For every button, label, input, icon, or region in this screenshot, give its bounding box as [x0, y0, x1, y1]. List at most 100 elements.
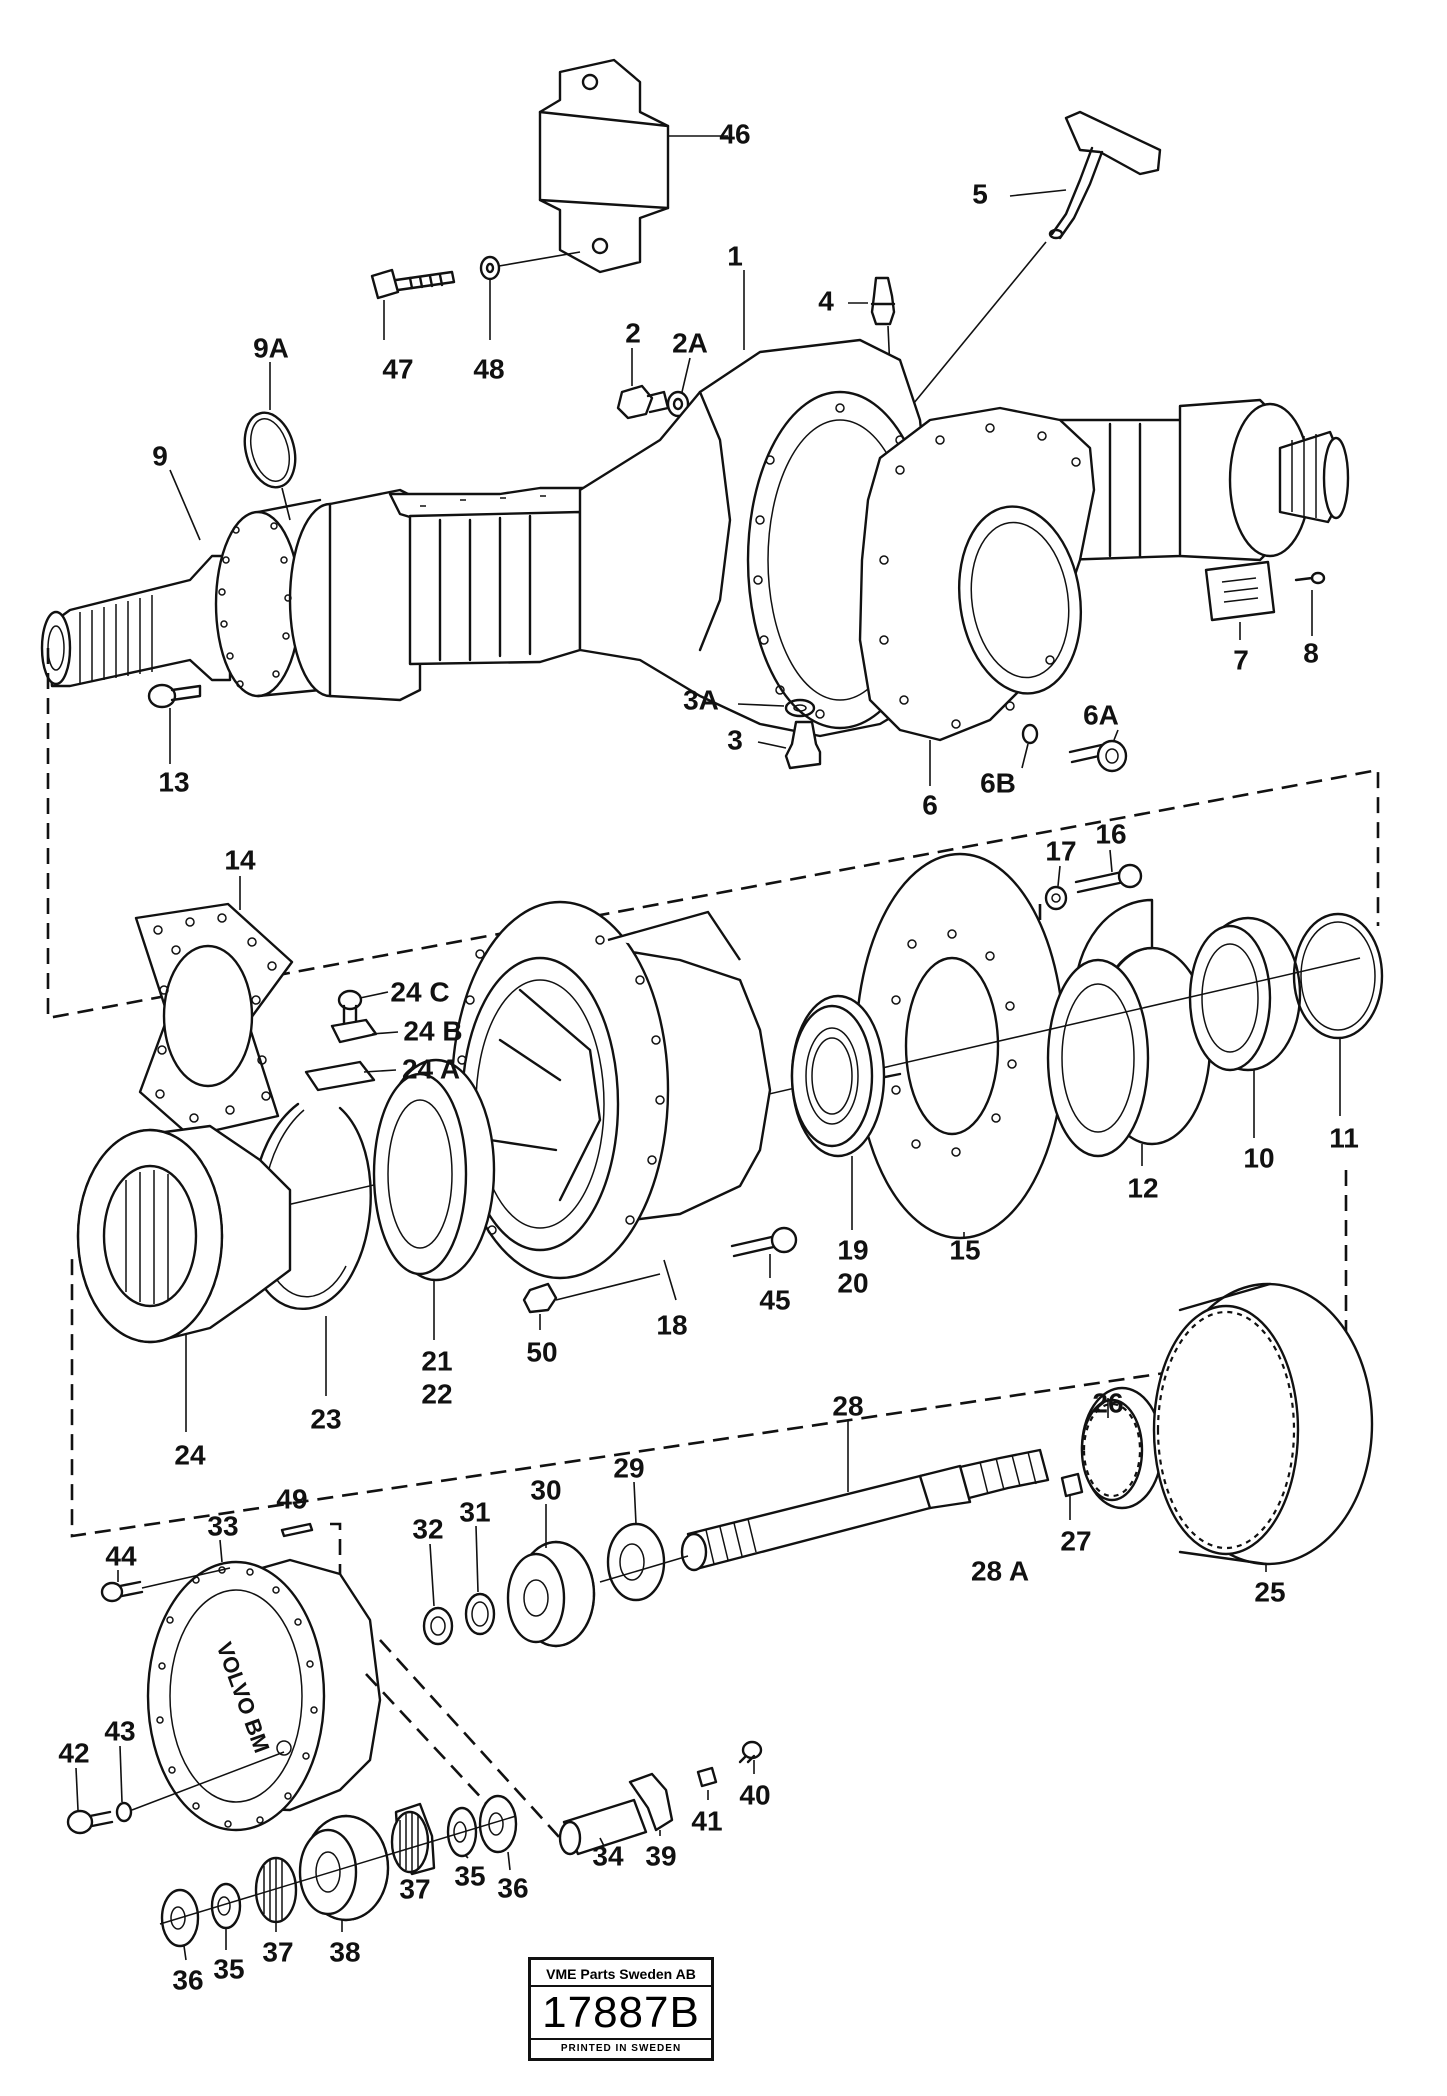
part-26-hub	[1080, 1386, 1164, 1510]
part-30-gear	[506, 1540, 596, 1648]
label-part-35-60: 35	[213, 1953, 244, 1984]
stamp-rule-bottom	[531, 2038, 711, 2040]
label-part-19-27: 19	[837, 1234, 868, 1265]
label-part-45-30: 45	[759, 1284, 790, 1315]
part-6B-washer	[1021, 723, 1039, 745]
label-part-3-13: 3	[727, 724, 743, 755]
part-15-brake-disc	[854, 852, 1066, 1240]
part-1-axle-housing	[40, 338, 1350, 738]
label-part-36-61: 36	[172, 1964, 203, 1995]
stamp-rule-top	[531, 1985, 711, 1987]
assembly-line-bottom-1	[379, 1639, 561, 1839]
label-part-34-53: 34	[592, 1840, 624, 1871]
label-part-38-58: 38	[329, 1936, 360, 1967]
stamp-printed: PRINTED IN SWEDEN	[560, 2043, 682, 2054]
part-43-washer	[115, 1801, 133, 1823]
label-part-40-51: 40	[739, 1779, 770, 1810]
stamp-company: VME Parts Sweden AB	[546, 1966, 696, 1982]
part-24A-lock-plate	[304, 1060, 376, 1092]
part-48-washer	[479, 255, 501, 281]
label-part-48-7: 48	[473, 353, 504, 384]
label-part-7-10: 7	[1233, 644, 1249, 675]
part-2-plug	[616, 384, 670, 420]
part-46-bracket	[538, 58, 670, 274]
label-part-27-46: 27	[1060, 1525, 1091, 1556]
part-17-washer	[1044, 885, 1068, 911]
label-part-6b-15: 6B	[980, 767, 1016, 798]
label-part-28-38: 28	[832, 1390, 863, 1421]
part-41-washer	[696, 1766, 718, 1788]
assembly-line-middle	[70, 1170, 1348, 1538]
label-part-10-25: 10	[1243, 1142, 1274, 1173]
label-part-14-18: 14	[224, 844, 256, 875]
label-part-21-33: 21	[421, 1345, 452, 1376]
label-part-47-6: 47	[382, 353, 413, 384]
label-part-9-9: 9	[152, 440, 168, 471]
label-part-31-41: 31	[459, 1496, 490, 1527]
part-2A-washer	[666, 390, 690, 418]
label-part-4-3: 4	[818, 285, 834, 316]
label-part-24a-23: 24 A	[402, 1053, 460, 1084]
label-part-44-45: 44	[105, 1540, 137, 1571]
part-49-pin	[280, 1522, 314, 1538]
label-part-5-1: 5	[972, 178, 988, 209]
label-part-8-11: 8	[1303, 637, 1319, 668]
part-21-22-bearing	[372, 1058, 496, 1282]
label-part-18-32: 18	[656, 1309, 687, 1340]
part-5-sensor	[1048, 110, 1162, 240]
label-part-39-54: 39	[645, 1840, 676, 1871]
part-32-spacer	[422, 1606, 454, 1646]
part-24B-washer	[330, 1018, 378, 1044]
part-4-breather	[870, 276, 896, 326]
label-part-37-59: 37	[262, 1936, 293, 1967]
label-part-1-2: 1	[727, 240, 743, 271]
part-3-drain-plug	[784, 720, 822, 770]
label-part-35-56: 35	[454, 1860, 485, 1891]
label-part-22-34: 22	[421, 1378, 452, 1409]
label-part-17-19: 17	[1045, 835, 1076, 866]
part-34-planet-pin	[558, 1798, 648, 1856]
label-part-41-52: 41	[691, 1805, 722, 1836]
part-28-drive-shaft	[680, 1448, 1050, 1572]
label-part-30-40: 30	[530, 1474, 561, 1505]
part-39-lock-plate	[628, 1772, 674, 1832]
part-25-ring-gear	[1152, 1282, 1374, 1566]
part-37-needle-bearing-upper	[390, 1802, 436, 1876]
part-14-gasket	[134, 902, 294, 1138]
part-37-needle-bearing-lower	[254, 1856, 298, 1924]
part-3A-washer	[784, 698, 816, 718]
label-part-33-44: 33	[207, 1510, 238, 1541]
part-29-thrust-washer	[606, 1522, 666, 1602]
part-44-bolt	[100, 1580, 144, 1603]
label-part-37-57: 37	[399, 1873, 430, 1904]
label-part-32-42: 32	[412, 1513, 443, 1544]
label-part-6-16: 6	[922, 789, 938, 820]
part-45-stud	[730, 1226, 798, 1258]
part-7-plate	[1204, 560, 1276, 622]
part-36-washer-upper	[478, 1794, 518, 1854]
part-8-screw	[1294, 571, 1326, 585]
label-part-16-20: 16	[1095, 818, 1126, 849]
part-35-washer-lower	[210, 1882, 242, 1930]
label-part-28a-47: 28 A	[971, 1555, 1029, 1586]
part-13-bolt	[147, 683, 202, 709]
label-part-43-50: 43	[104, 1715, 135, 1746]
label-part-50-31: 50	[526, 1336, 557, 1367]
label-part-2a-5: 2A	[672, 327, 708, 358]
assembly-line-top	[46, 648, 1380, 1020]
part-42-bolt	[66, 1809, 114, 1835]
label-part-11-26: 11	[1329, 1122, 1359, 1153]
part-50-nut	[522, 1282, 558, 1314]
label-part-24c-21: 24 C	[390, 976, 449, 1007]
part-11-oring	[1292, 912, 1384, 1040]
stamp-number: 17887B	[542, 1988, 700, 2037]
label-part-2-4: 2	[625, 317, 641, 348]
label-part-9a-8: 9A	[253, 332, 289, 363]
label-part-24b-22: 24 B	[403, 1015, 462, 1046]
part-40-screw	[738, 1740, 763, 1764]
label-part-6a-14: 6A	[1083, 699, 1119, 730]
part-9A-oring	[243, 411, 297, 489]
part-24C-screw	[337, 989, 363, 1026]
